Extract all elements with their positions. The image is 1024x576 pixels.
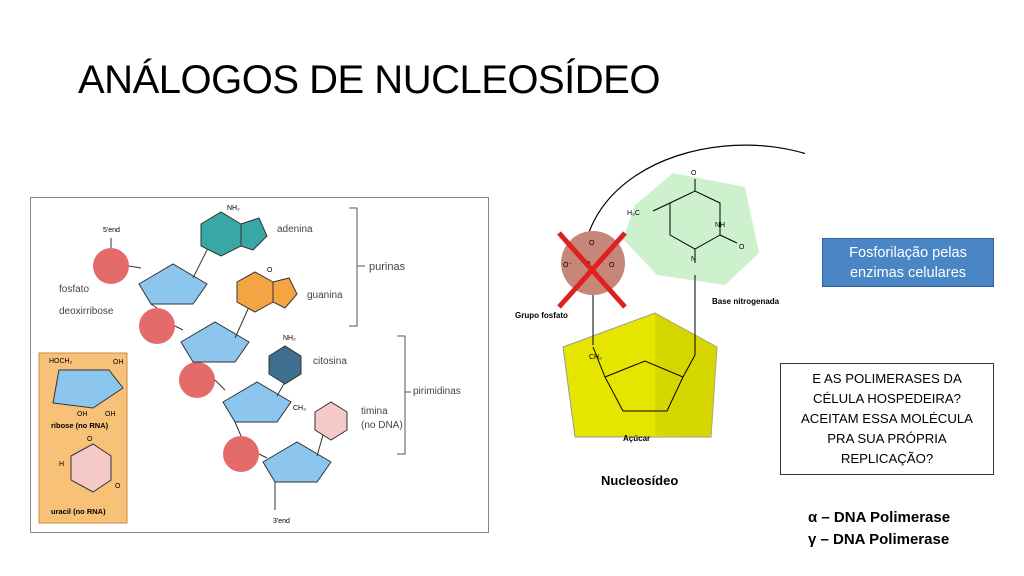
- question-line: CÉLULA HOSPEDEIRA?: [812, 391, 962, 406]
- svg-text:NH₂: NH₂: [283, 335, 296, 342]
- svg-text:O: O: [739, 244, 745, 251]
- svg-text:OH: OH: [77, 411, 88, 418]
- no-dna-label: (no DNA): [361, 420, 403, 431]
- thymine-base: [314, 401, 348, 441]
- deoxyribose-sugars: [138, 263, 332, 483]
- uracil-label: uracil (no RNA): [51, 507, 106, 516]
- svg-text:O: O: [267, 267, 273, 274]
- guanina-label: guanina: [307, 290, 343, 301]
- citosina-label: citosina: [313, 356, 347, 367]
- nucleoside-diagram: O H₃C NH O N Base nitrogenada CH₂ Açúcar…: [505, 135, 891, 495]
- nitrogenous-base-shape: [623, 173, 759, 285]
- cytosine-base: [268, 345, 302, 385]
- dna-structure-diagram: HOCH₂ OH OH OH ribose (no RNA) O H O ura…: [30, 197, 489, 533]
- acucar-label: Açúcar: [623, 434, 650, 443]
- five-end-label: 5'end: [103, 227, 120, 234]
- svg-text:HOCH₂: HOCH₂: [49, 358, 73, 365]
- svg-text:NH₂: NH₂: [227, 205, 240, 212]
- question-line: PRA SUA PRÓPRIA: [827, 431, 947, 446]
- phosphorylation-box: Fosforilação pelas enzimas celulares: [822, 238, 994, 287]
- guanine-base: [236, 271, 298, 313]
- question-box: E AS POLIMERASES DA CÉLULA HOSPEDEIRA? A…: [780, 363, 994, 475]
- uracil-ring: [70, 443, 112, 493]
- svg-text:N: N: [691, 256, 696, 263]
- deoxirribose-label: deoxirribose: [59, 306, 114, 317]
- svg-text:CH₂: CH₂: [589, 354, 602, 361]
- grupo-fosfato-label: Grupo fosfato: [515, 311, 568, 320]
- question-line: ACEITAM ESSA MOLÉCULA: [801, 411, 973, 426]
- svg-text:OH: OH: [105, 411, 116, 418]
- fosforilacao-line1: Fosforilação pelas: [849, 244, 967, 261]
- svg-text:O: O: [87, 436, 93, 443]
- ribose-label: ribose (no RNA): [51, 421, 109, 430]
- timina-label: timina: [361, 406, 388, 417]
- gamma-polymerase-label: γ – DNA Polimerase: [808, 531, 950, 548]
- question-line: REPLICAÇÃO?: [840, 451, 934, 466]
- svg-text:OH: OH: [113, 359, 124, 366]
- fosforilacao-line2: enzimas celulares: [849, 264, 967, 281]
- svg-text:O⁻: O⁻: [563, 262, 572, 269]
- svg-text:O: O: [609, 262, 615, 269]
- svg-text:CH₃: CH₃: [293, 405, 306, 412]
- base-nitrogenada-label: Base nitrogenada: [712, 297, 780, 306]
- svg-text:O: O: [589, 240, 595, 247]
- adenina-label: adenina: [277, 224, 313, 235]
- svg-text:O: O: [115, 483, 121, 490]
- nucleosideo-label: Nucleosídeo: [601, 473, 679, 488]
- slide-title: ANÁLOGOS DE NUCLEOSÍDEO: [78, 58, 660, 102]
- svg-text:NH: NH: [715, 222, 725, 229]
- adenine-base: [200, 211, 268, 257]
- fosfato-label: fosfato: [59, 284, 89, 295]
- phosphate-groups: [93, 248, 259, 472]
- alpha-polymerase-label: α – DNA Polimerase: [808, 509, 951, 526]
- purinas-label: purinas: [369, 261, 406, 273]
- question-line: E AS POLIMERASES DA: [812, 371, 962, 386]
- three-end-label: 3'end: [273, 518, 290, 525]
- phosphate-group-circle: [561, 231, 625, 295]
- svg-text:O: O: [691, 170, 697, 177]
- ribose-sugar: [52, 369, 124, 409]
- pirimidinas-label: pirimidinas: [413, 386, 461, 397]
- svg-text:H₃C: H₃C: [627, 210, 640, 217]
- svg-text:H: H: [59, 461, 64, 468]
